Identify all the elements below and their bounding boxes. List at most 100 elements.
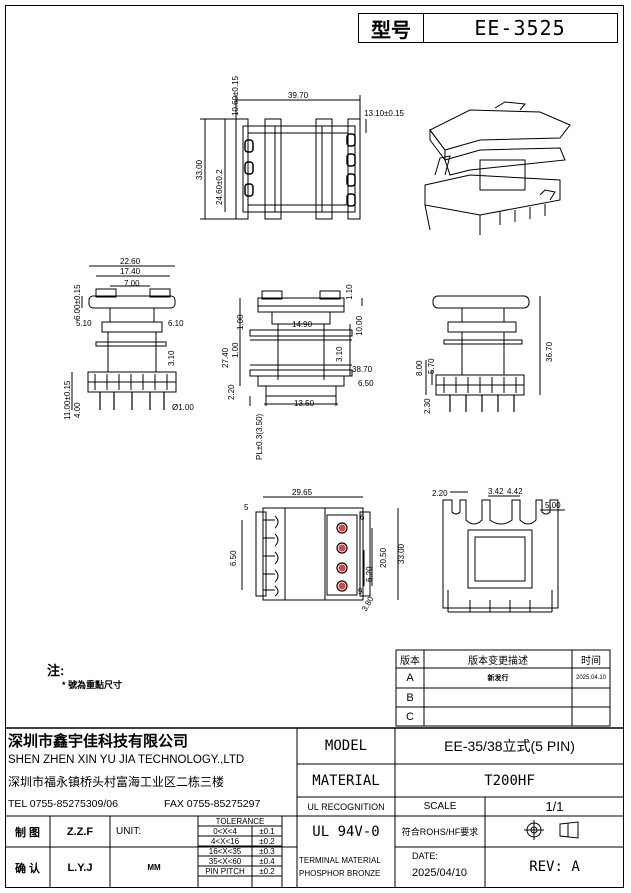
company-address: 深圳市福永镇桥头村富海工业区二栋三楼 — [8, 774, 225, 789]
dim-slot-c: 4.42 — [507, 487, 523, 496]
model-label: MODEL — [324, 738, 368, 754]
end-view — [425, 295, 541, 412]
rohs-note: 符合ROHS/HF要求 — [401, 827, 479, 837]
tol-value-4: ±0.4 — [259, 856, 275, 866]
tol-range-1: 0<X<4 — [213, 826, 237, 836]
rev-row-c-ver: C — [406, 710, 414, 723]
rev-row-a-desc: 新发行 — [487, 675, 509, 682]
ul-value: UL 94V-0 — [312, 823, 380, 840]
scale-label: SCALE — [423, 801, 457, 812]
dim-front-pl: PL±0.3(3.50) — [255, 413, 264, 460]
dim-end-base: 8.00 — [415, 360, 424, 376]
dim-slot-a: 2.20 — [432, 489, 448, 498]
company-name-cn: 深圳市鑫宇佳科技有限公司 — [8, 732, 189, 750]
top-view — [200, 95, 367, 220]
dim-side-top: 6.00±0.15 — [73, 284, 82, 320]
dim-top-inner: 24.60±0.2 — [215, 169, 224, 205]
rev-header-version: 版本 — [400, 655, 420, 667]
date-value: 2025/04/10 — [412, 867, 468, 879]
dim-end-height: 36.70 — [545, 341, 554, 362]
rev-row-a-ver: A — [406, 672, 414, 684]
dim-end-pin: 2.30 — [423, 398, 432, 414]
notes-title: 注: — [47, 663, 65, 678]
dim-side-inner: 17.40 — [120, 267, 141, 276]
dim-slot-d: 5.00 — [545, 501, 561, 510]
rev-row-a-date: 2025.04.10 — [575, 675, 607, 681]
dim-end-lip: 5.70 — [427, 358, 436, 374]
tol-value-1: ±0.1 — [259, 826, 275, 836]
slot-view — [442, 491, 565, 613]
tol-value-5: ±0.2 — [259, 866, 275, 876]
rev-header-desc: 版本变更描述 — [468, 655, 528, 667]
dim-front-flange-a: 1.00 — [236, 314, 245, 330]
dim-side-pin: 4.00 — [73, 402, 82, 418]
dim-front-base: 13.50 — [294, 399, 315, 408]
notes-line1: * 號為重點尺寸 — [62, 680, 123, 690]
dim-front-length: 38.70 — [352, 365, 373, 374]
dim-side-gap: 3.10 — [167, 350, 176, 366]
unit-value: MM — [147, 863, 161, 872]
dim-front-flange-b: 1.00 — [231, 342, 240, 358]
ul-label: UL RECOGNITION — [307, 801, 385, 812]
title-label: 型号 — [359, 14, 424, 42]
unit-label: UNIT: — [116, 826, 141, 837]
tol-range-2: 4<X<16 — [210, 836, 240, 846]
tol-range-3: 16<X<35 — [208, 846, 242, 856]
tol-value-2: ±0.2 — [259, 836, 275, 846]
tol-value-3: ±0.3 — [259, 846, 275, 856]
drawing-frame — [5, 5, 624, 888]
dim-side-core: 7.00 — [124, 279, 140, 288]
check-by: L.Y.J — [67, 861, 93, 874]
scale-value: 1/1 — [545, 799, 564, 814]
dim-side-right: 6.10 — [168, 319, 184, 328]
dim-top-flange: 13.10±0.15 — [364, 109, 405, 118]
dim-bottom-length: 29.65 — [292, 488, 313, 497]
tol-range-5: PIN PITCH — [205, 866, 245, 876]
dim-bottom-pin-sp: 6.20 — [365, 566, 374, 582]
pin-number-9: 9 — [358, 587, 363, 596]
model-value: EE-35/38立式(5 PIN) — [444, 738, 575, 754]
dim-side-base: 11.00±0.15 — [63, 380, 72, 420]
made-by: Z.Z.F — [66, 825, 94, 838]
pin-number-5: 5 — [244, 503, 249, 512]
dim-side-left: 5.10 — [76, 319, 92, 328]
pin-markers — [338, 524, 346, 590]
tolerance-title: TOLERANCE — [215, 816, 265, 826]
front-view — [239, 290, 363, 406]
model-code: EE-3525 — [474, 16, 566, 40]
side-view — [71, 265, 177, 410]
dim-front-window: 10.00 — [355, 315, 364, 336]
check-label: 确 认 — [14, 862, 41, 875]
dim-top-length: 39.70 — [288, 91, 309, 100]
made-label: 制 图 — [14, 826, 41, 839]
terminal-label: TERMINAL MATERIAL — [299, 855, 381, 865]
technical-drawing: 39.70 10.60±0.15 13.10±0.15 33.00 24.60±… — [63, 75, 571, 613]
projection-symbol — [524, 820, 579, 840]
company-fax: FAX 0755-85275297 — [164, 798, 261, 810]
title-block: 型号 EE-3525 — [358, 13, 618, 43]
rev-header-date: 时间 — [581, 655, 601, 667]
dim-front-offset: 2.20 — [227, 384, 236, 400]
pin-number-6: 6 — [360, 513, 365, 522]
dim-front-height: 27.40 — [221, 347, 230, 368]
dim-slot-b: 3.42 — [488, 487, 504, 496]
dim-front-gap: 3.10 — [335, 346, 344, 362]
material-label: MATERIAL — [312, 772, 380, 789]
dim-bottom-width: 33.00 — [397, 543, 406, 564]
dim-top-width: 33.00 — [195, 159, 204, 180]
material-value: T200HF — [484, 772, 535, 789]
terminal-value: PHOSPHOR BRONZE — [299, 868, 381, 878]
company-name-en: SHEN ZHEN XIN YU JIA TECHNOLOGY.,LTD — [8, 754, 245, 766]
dim-side-pin-dia: Ø1.00 — [172, 403, 194, 412]
dim-bottom-pitch-left: 6.50 — [229, 550, 238, 566]
date-label: DATE: — [412, 851, 438, 861]
bottom-view — [241, 496, 399, 601]
dim-top-height: 10.60±0.15 — [231, 75, 240, 116]
dim-front-pin: 6.50 — [358, 379, 374, 388]
dim-front-top: 1.10 — [345, 284, 354, 300]
dim-bottom-pitch: 20.50 — [379, 547, 388, 568]
dim-side-width: 22.60 — [120, 257, 141, 266]
rev-row-b-ver: B — [406, 691, 414, 704]
isometric-view — [424, 101, 571, 235]
